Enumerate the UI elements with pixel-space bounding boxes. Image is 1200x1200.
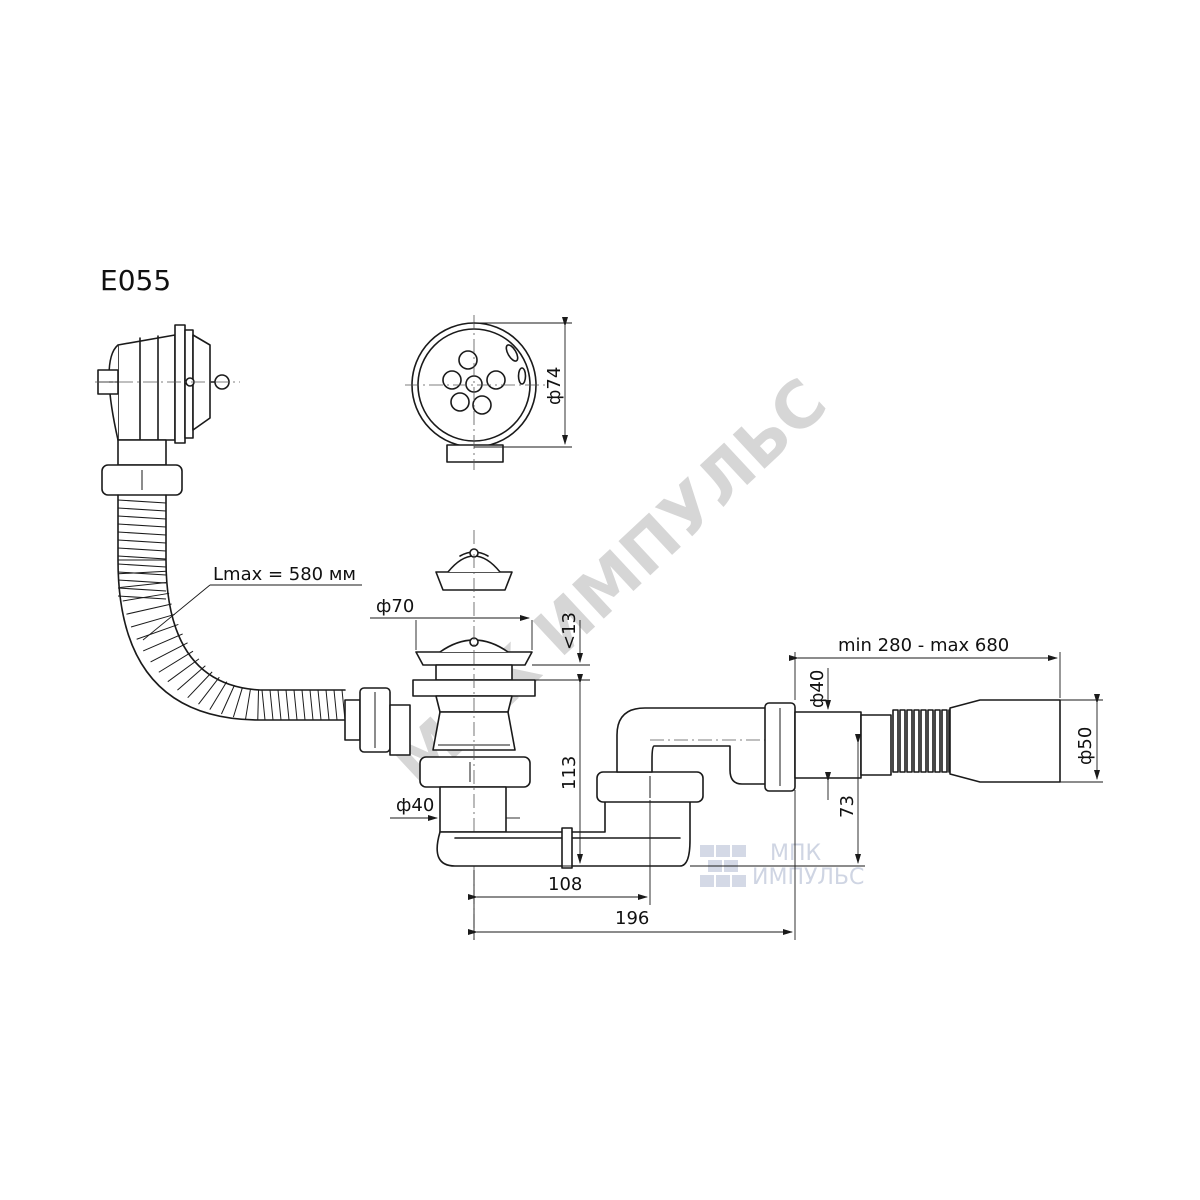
dim-siphon-height: 73 — [837, 795, 858, 818]
dim-outlet-diameter-left: ф40 — [396, 795, 434, 816]
overflow-assembly — [95, 324, 240, 496]
watermark-logo-line2: ИМПУЛЬС — [752, 865, 864, 890]
dim-outlet-diameter-right: ф50 — [1075, 727, 1096, 765]
outlet-pipe — [764, 699, 1061, 792]
corrugated-hose — [117, 494, 346, 721]
dim-total-height-group: 113 — [515, 674, 590, 867]
model-title: E055 — [100, 264, 171, 297]
dim-distance-1-group: 108 — [468, 800, 651, 940]
dim-adjustable-length: min 280 - max 680 — [838, 635, 1009, 656]
dim-overflow-diameter: ф74 — [544, 367, 565, 405]
watermark-logo: МПК ИМПУЛЬС — [700, 841, 864, 890]
dim-outlet-right-group: ф50 — [1060, 694, 1103, 783]
overflow-cover-front: ф74 — [405, 315, 572, 470]
dim-outlet-left-group: ф40 — [390, 795, 520, 822]
dim-drain-diameter: ф70 — [376, 596, 414, 617]
dim-siphon-height-group: 73 — [690, 734, 865, 867]
watermark-logo-line1: МПК — [770, 841, 822, 866]
dim-pipe-diameter: ф40 — [807, 670, 828, 708]
hose-connector — [344, 687, 411, 756]
dim-drain-diameter-group: ф70 — [370, 596, 533, 650]
dim-flex-length: Lmax = 580 мм — [213, 564, 356, 585]
dim-distance-2: 196 — [615, 908, 649, 929]
dim-drain-height: <13 — [559, 612, 580, 650]
dim-flex-length-group: Lmax = 580 мм — [142, 564, 362, 641]
dim-distance-1: 108 — [548, 874, 582, 895]
dim-total-height: 113 — [559, 756, 580, 790]
siphon-tube — [436, 707, 860, 869]
dim-pipe-diameter-group: ф40 — [807, 668, 831, 800]
dim-adjustable-length-group: min 280 - max 680 — [789, 635, 1061, 700]
dim-distance-2-group: 196 — [468, 790, 796, 940]
